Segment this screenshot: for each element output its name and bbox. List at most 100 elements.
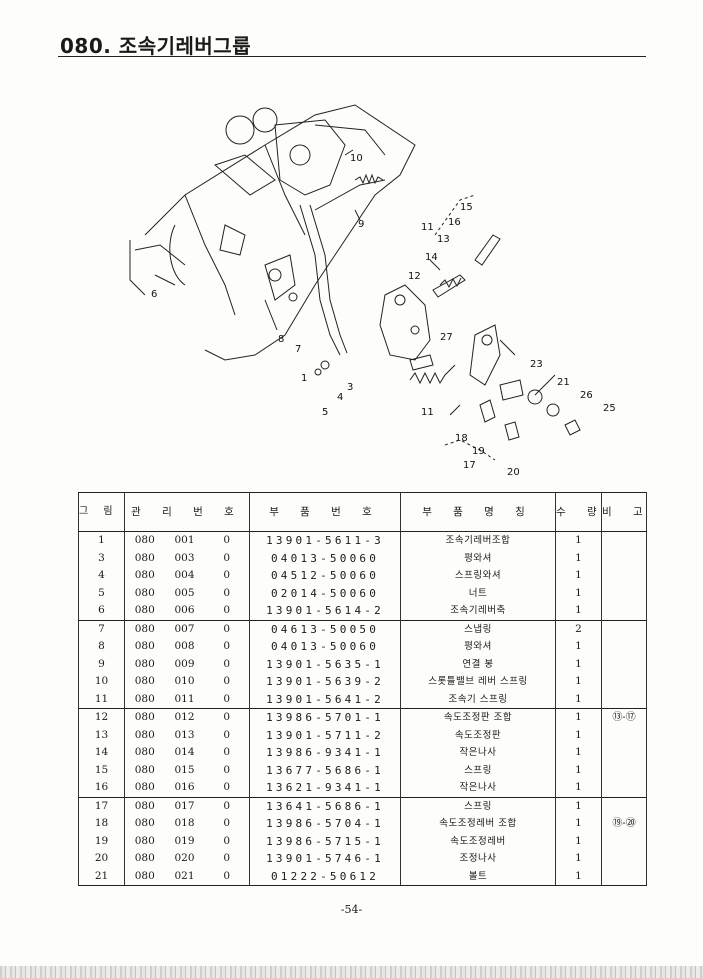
callout-23: 21: [557, 377, 570, 388]
mgmt-group-cell: 080: [124, 673, 165, 691]
callout-7: 7: [295, 344, 301, 355]
mgmt-group-cell: 080: [124, 796, 165, 815]
mgmt-rev-cell: 0: [204, 619, 251, 638]
scan-edge: [0, 966, 703, 978]
note-cell: [601, 584, 648, 602]
qty-cell: 1: [555, 690, 603, 709]
callout-3: 3: [347, 382, 353, 393]
qty-cell: 1: [555, 867, 603, 886]
part-no-cell: 04013-50060: [249, 638, 402, 656]
mgmt-rev-cell: 0: [204, 673, 251, 691]
mgmt-rev-cell: 0: [204, 655, 251, 673]
mgmt-item-cell: 009: [174, 657, 195, 670]
qty-cell: 1: [555, 815, 603, 833]
fig-no-cell: 4: [78, 567, 125, 585]
note-cell: [601, 602, 648, 620]
part-no-cell: 02014-50060: [249, 584, 402, 602]
fig-no-cell: 3: [78, 549, 125, 567]
mgmt-group-cell: 080: [124, 779, 165, 797]
note-cell: ⑬-⑰: [601, 708, 648, 727]
mgmt-rev-cell: 0: [204, 690, 251, 709]
mgmt-item-cell: 017: [164, 796, 205, 815]
mgmt-item-cell: 020: [174, 852, 195, 864]
mgmt-rev-cell: 0: [204, 832, 251, 850]
callout-1: 1: [301, 373, 307, 384]
mgmt-rev-cell: 0: [204, 567, 251, 585]
qty-cell: 1: [555, 796, 603, 815]
part-name-cell: 스프링: [400, 796, 557, 815]
header-note: 비 고: [601, 492, 648, 532]
mgmt-group-cell: 080: [124, 638, 165, 656]
qty-cell: 1: [555, 655, 603, 673]
note-cell: [601, 549, 648, 567]
part-name-cell: 조속기레버조합: [400, 531, 557, 550]
part-no-cell: 13986-9341-1: [249, 744, 402, 762]
fig-no-cell: 1: [78, 531, 125, 550]
part-no-cell: 13986-5704-1: [249, 815, 402, 833]
note-cell: [601, 690, 648, 709]
part-name-cell: 속도조정판: [400, 726, 557, 744]
header-fig-no: 그 림 번 호: [78, 492, 125, 532]
fig-no-cell: 8: [78, 638, 125, 656]
callout-4: 4: [337, 392, 343, 403]
header-part-no: 부 품 번 호: [249, 492, 402, 532]
note-cell: [601, 867, 648, 886]
mgmt-group-cell: 080: [124, 850, 165, 868]
note-cell: [601, 531, 648, 550]
mgmt-item-cell: 005: [174, 586, 195, 599]
mgmt-group-cell: 080: [124, 619, 165, 638]
mgmt-rev-cell: 0: [204, 638, 251, 656]
mgmt-group-cell: 080: [124, 761, 165, 779]
part-no-cell: 13901-5611-3: [249, 531, 402, 550]
header-part-name: 부 품 명 칭: [400, 492, 557, 532]
fig-no-cell: 7: [78, 619, 125, 638]
part-no-cell: 13901-5746-1: [249, 850, 402, 868]
note-cell: [601, 655, 648, 673]
part-no-cell: 13901-5614-2: [249, 602, 402, 620]
callout-5: 5: [322, 407, 328, 418]
mgmt-group-cell: 080: [124, 744, 165, 762]
fig-no-cell: 21: [78, 867, 125, 886]
mgmt-group-cell: 080: [124, 549, 165, 567]
mgmt-group-cell: 080: [124, 602, 165, 620]
fig-no-cell: 12: [78, 708, 125, 727]
part-no-cell: 04013-50060: [249, 549, 402, 567]
mgmt-item-cell: 001: [164, 531, 205, 550]
qty-cell: 1: [555, 779, 603, 797]
callout-6: 6: [151, 289, 157, 300]
qty-cell: 1: [555, 761, 603, 779]
part-name-cell: 속도조정레버 조합: [400, 815, 557, 833]
title-rule: [58, 56, 646, 57]
mgmt-item-cell: 019: [174, 834, 195, 847]
part-name-cell: 스프링: [400, 761, 557, 779]
qty-cell: 1: [555, 549, 603, 567]
qty-cell: 1: [555, 726, 603, 744]
qty-cell: 1: [555, 567, 603, 585]
part-no-cell: 13901-5635-1: [249, 655, 402, 673]
callout-24: 23: [530, 359, 543, 370]
mgmt-group-cell: 080: [124, 832, 165, 850]
part-no-cell: 04512-50060: [249, 567, 402, 585]
note-cell: ⑲-⑳: [601, 815, 648, 833]
exploded-parts-diagram: 10 9 15 16 11 13 14 12 6 8 7 27 1 3 4 5 …: [115, 85, 635, 485]
note-cell: [601, 761, 648, 779]
mgmt-item-cell: 004: [174, 569, 195, 581]
mgmt-rev-cell: 0: [204, 549, 251, 567]
note-cell: [601, 619, 648, 638]
mgmt-rev-cell: 0: [204, 726, 251, 744]
part-no-cell: 13986-5701-1: [249, 708, 402, 727]
mgmt-rev-cell: 0: [204, 815, 251, 833]
part-name-cell: 작은나사: [400, 744, 557, 762]
